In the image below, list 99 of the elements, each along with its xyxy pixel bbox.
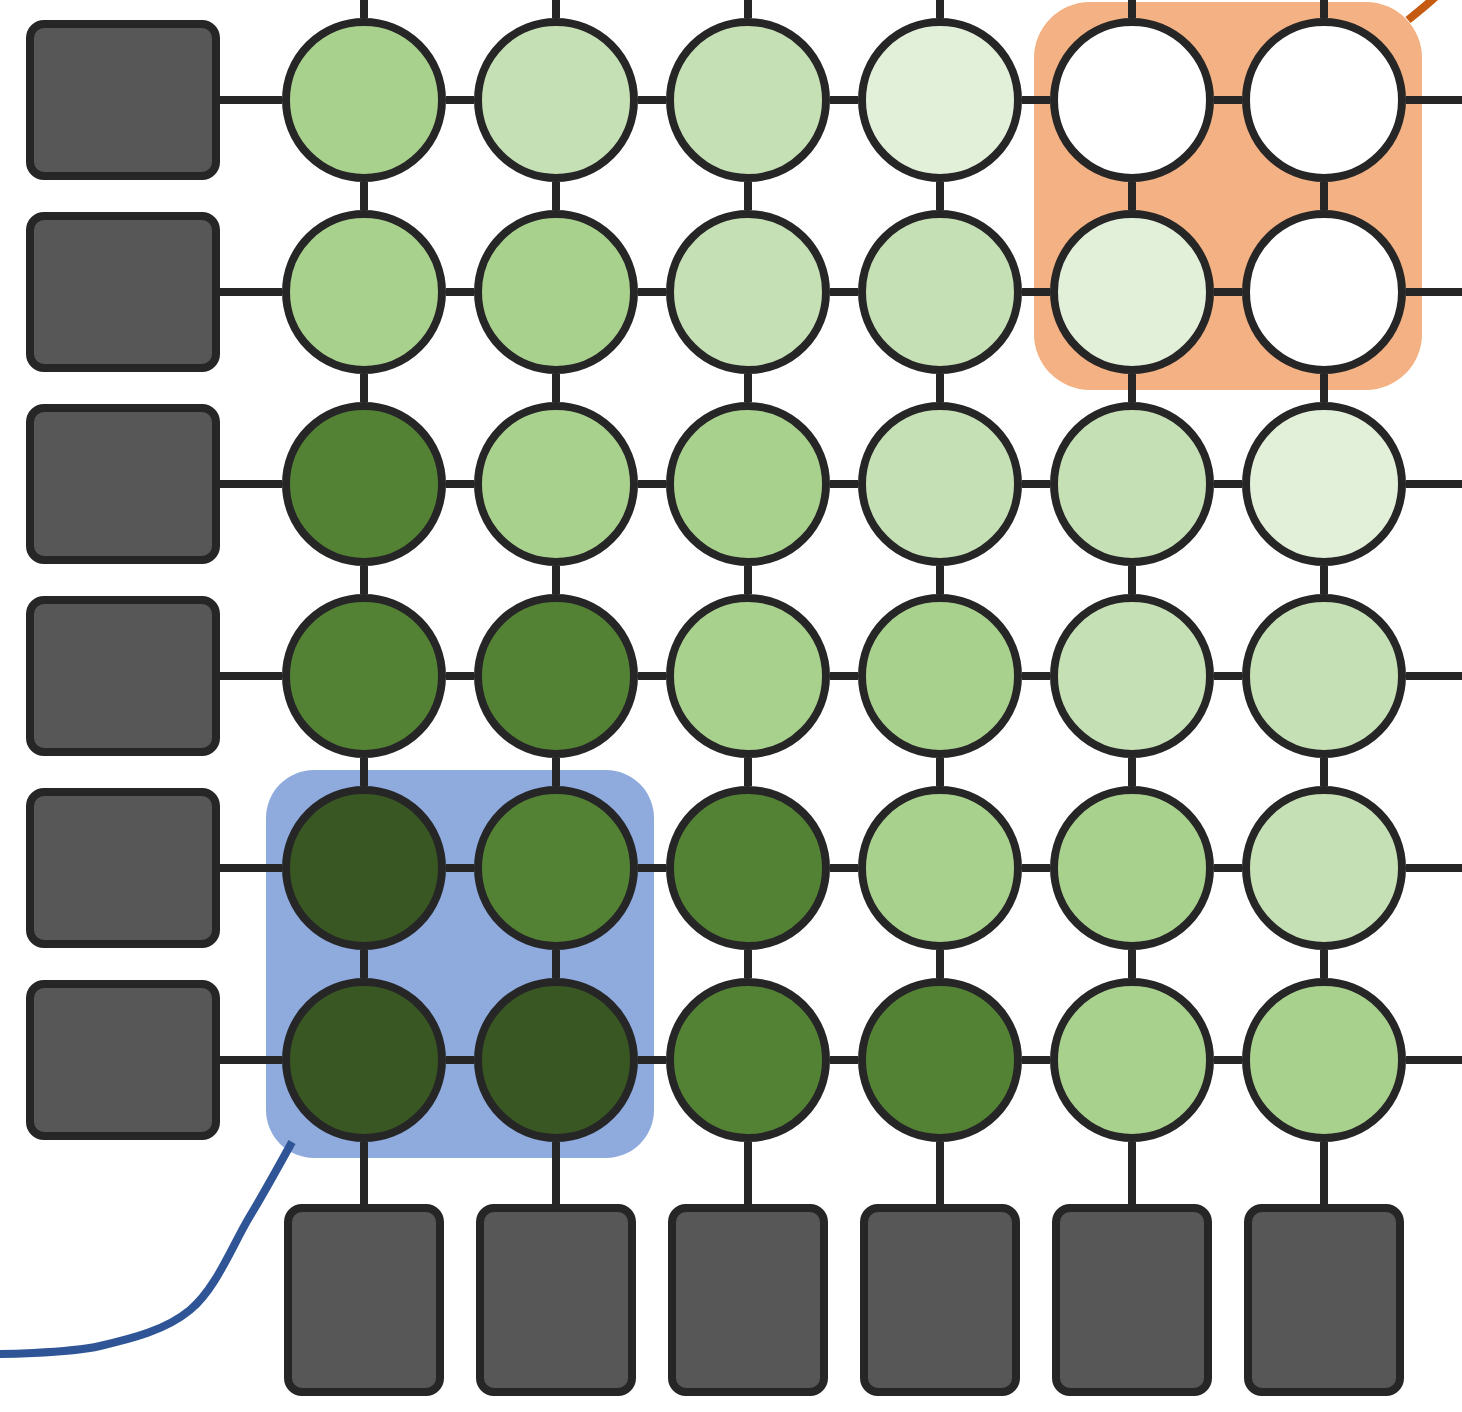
connector-line xyxy=(552,950,560,978)
connector-line xyxy=(830,480,858,488)
connector-line xyxy=(1022,480,1050,488)
connector-line xyxy=(1406,288,1462,296)
connector-line xyxy=(638,1056,666,1064)
connector-line xyxy=(360,566,368,594)
connector-line xyxy=(1128,566,1136,594)
connector-line xyxy=(1320,758,1328,786)
curve-line xyxy=(0,1140,296,1358)
connector-line xyxy=(638,864,666,872)
square-block xyxy=(26,212,220,372)
connector-line xyxy=(744,566,752,594)
connector-line xyxy=(1214,288,1242,296)
connector-line xyxy=(1406,1056,1462,1064)
connector-line xyxy=(744,182,752,210)
connector-line xyxy=(1320,566,1328,594)
connector-line xyxy=(360,1142,368,1204)
connector-line xyxy=(1320,1142,1328,1204)
connector-line xyxy=(1406,672,1462,680)
connector-line xyxy=(1320,950,1328,978)
connector-line xyxy=(1128,0,1136,18)
connector-line xyxy=(744,758,752,786)
connector-line xyxy=(1406,864,1462,872)
square-block xyxy=(1052,1204,1212,1396)
connector-line xyxy=(1214,1056,1242,1064)
connector-line xyxy=(1128,758,1136,786)
connector-line xyxy=(744,950,752,978)
connector-line xyxy=(552,374,560,402)
connector-line xyxy=(360,758,368,786)
connector-line xyxy=(1128,950,1136,978)
connector-line xyxy=(1406,480,1462,488)
highlight-region xyxy=(266,770,654,1158)
square-block xyxy=(476,1204,636,1396)
connector-line xyxy=(1022,96,1050,104)
connector-line xyxy=(1022,288,1050,296)
connector-line xyxy=(1320,374,1328,402)
connector-line xyxy=(220,96,282,104)
connector-line xyxy=(1406,96,1462,104)
connector-line xyxy=(360,182,368,210)
connector-line xyxy=(220,864,282,872)
connector-line xyxy=(1128,374,1136,402)
connector-line xyxy=(446,480,474,488)
connector-line xyxy=(936,950,944,978)
connector-line xyxy=(360,374,368,402)
square-block xyxy=(26,788,220,948)
highlight-region xyxy=(1034,2,1422,390)
square-block xyxy=(26,596,220,756)
connector-line xyxy=(220,672,282,680)
connector-line xyxy=(936,566,944,594)
connector-line xyxy=(936,374,944,402)
connector-line xyxy=(830,1056,858,1064)
connector-line xyxy=(446,672,474,680)
connector-line xyxy=(552,566,560,594)
connector-line xyxy=(830,96,858,104)
connector-line xyxy=(552,758,560,786)
connector-line xyxy=(220,480,282,488)
square-block xyxy=(26,980,220,1140)
connector-line xyxy=(446,1056,474,1064)
connector-line xyxy=(552,1142,560,1204)
connector-line xyxy=(446,864,474,872)
connector-line xyxy=(936,0,944,18)
connector-line xyxy=(552,0,560,18)
connector-line xyxy=(1022,1056,1050,1064)
connector-line xyxy=(220,1056,282,1064)
connector-line xyxy=(744,1142,752,1204)
connector-line xyxy=(1320,0,1328,18)
square-block xyxy=(26,404,220,564)
square-block xyxy=(860,1204,1020,1396)
connector-line xyxy=(1022,672,1050,680)
connector-line xyxy=(638,96,666,104)
connector-line xyxy=(1214,672,1242,680)
square-block xyxy=(1244,1204,1404,1396)
connector-line xyxy=(744,0,752,18)
connector-line xyxy=(446,96,474,104)
connector-line xyxy=(830,672,858,680)
connector-line xyxy=(638,672,666,680)
connector-line xyxy=(552,182,560,210)
connector-line xyxy=(1128,1142,1136,1204)
connector-line xyxy=(360,0,368,18)
connector-line xyxy=(936,1142,944,1204)
connector-line xyxy=(830,864,858,872)
connector-line xyxy=(1022,864,1050,872)
connector-line xyxy=(220,288,282,296)
square-block xyxy=(284,1204,444,1396)
square-block xyxy=(668,1204,828,1396)
connector-line xyxy=(744,374,752,402)
square-block xyxy=(26,20,220,180)
connector-line xyxy=(360,950,368,978)
connector-line xyxy=(936,182,944,210)
connector-line xyxy=(1214,96,1242,104)
connector-line xyxy=(1320,182,1328,210)
connector-line xyxy=(638,288,666,296)
connector-line xyxy=(1214,480,1242,488)
connector-line xyxy=(1214,864,1242,872)
connector-line xyxy=(1128,182,1136,210)
connector-line xyxy=(638,480,666,488)
connector-line xyxy=(446,288,474,296)
connector-line xyxy=(830,288,858,296)
connector-line xyxy=(936,758,944,786)
